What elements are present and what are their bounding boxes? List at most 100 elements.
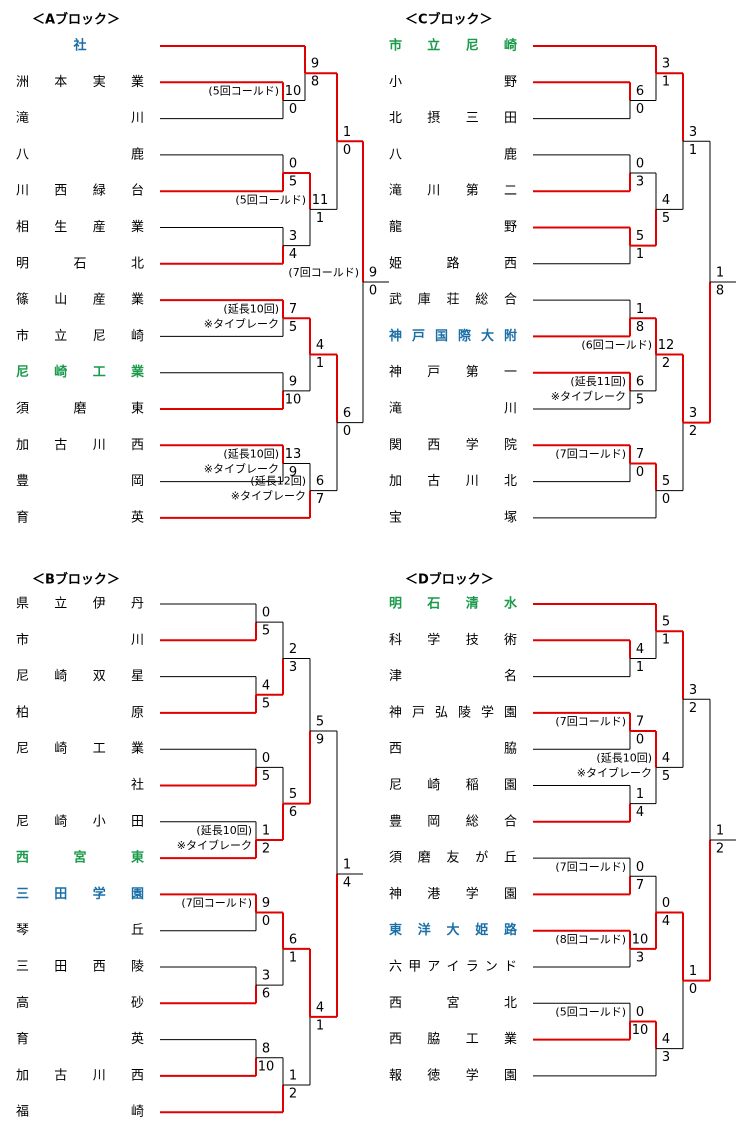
team-entry: 尼崎工業 xyxy=(16,364,145,380)
match-note: (7回コールド) xyxy=(555,860,626,873)
match-note: (5回コールド) xyxy=(235,193,306,206)
team-name: 尼崎双星 xyxy=(16,669,144,684)
team-name: 明石北 xyxy=(16,256,144,271)
team-name: 市川 xyxy=(16,632,144,648)
score-lower: 3 xyxy=(636,950,644,965)
match: 60 xyxy=(533,81,644,120)
match: 23 xyxy=(256,621,297,696)
match: 36 xyxy=(160,966,270,1005)
score-upper: 7 xyxy=(636,715,644,730)
match: 910 xyxy=(160,372,301,410)
team-name: 柏原 xyxy=(16,705,144,720)
score-lower: 5 xyxy=(662,211,670,226)
team-name: 加古川北 xyxy=(389,474,517,489)
match: 59 xyxy=(283,657,324,805)
score-lower: 9 xyxy=(289,465,297,480)
score-upper: 1 xyxy=(716,823,724,838)
team-name: 社 xyxy=(72,38,86,54)
match: 111(5回コールド) xyxy=(235,172,329,247)
match: 100(5回コールド) xyxy=(160,81,301,120)
match: 12(延長10回)※タイブレーク xyxy=(160,821,270,860)
score-upper: 5 xyxy=(316,715,324,730)
team-entry: 柏原 xyxy=(16,705,144,720)
team-entry: 神港学園 xyxy=(389,886,517,902)
team-name: 宝塚 xyxy=(389,510,517,525)
score-upper: 0 xyxy=(636,1005,644,1020)
match: 61 xyxy=(256,911,297,986)
team-name: 福崎 xyxy=(16,1105,144,1120)
match: 70(7回コールド) xyxy=(533,444,644,483)
match: 41 xyxy=(283,317,324,392)
team-name: 市立尼崎 xyxy=(16,328,144,344)
team-entry: 科学技術 xyxy=(389,632,517,648)
match-note: (5回コールド) xyxy=(208,84,279,97)
match: 12 xyxy=(683,698,724,982)
score-upper: 0 xyxy=(262,606,270,621)
team-entry: 神戸弘陵学園 xyxy=(389,704,517,720)
team-entry: 西脇工業 xyxy=(389,1031,517,1047)
match: 65(延長11回)※タイブレーク xyxy=(533,371,644,410)
score-lower: 1 xyxy=(316,211,324,226)
score-upper: 2 xyxy=(289,642,297,657)
match-note: ※タイブレーク xyxy=(177,838,252,852)
score-upper: 3 xyxy=(689,683,697,698)
match-note: ※タイブレーク xyxy=(231,489,306,503)
score-lower: 2 xyxy=(689,424,697,439)
team-name: 科学技術 xyxy=(389,632,517,648)
match: 31 xyxy=(533,45,670,101)
team-name: 篠山産業 xyxy=(16,292,144,308)
block-d: ＜Dブロック＞明石清水科学技術津名神戸弘陵学園西脇尼崎稲園豊岡総合須磨友が丘神港… xyxy=(389,572,736,1083)
team-entry: 育英 xyxy=(16,1031,144,1047)
team-entry: 加古川西 xyxy=(16,438,144,453)
score-lower: 5 xyxy=(289,320,297,335)
score-lower: 5 xyxy=(262,624,270,639)
match: 60 xyxy=(310,353,351,492)
block-b: ＜Bブロック＞県立伊丹市川尼崎双星柏原尼崎工業社尼崎小田西宮東三田学園琴丘三田西… xyxy=(16,572,363,1120)
score-upper: 6 xyxy=(636,374,644,389)
team-entry: 加古川北 xyxy=(389,474,517,489)
match: 75(延長10回)※タイブレーク xyxy=(160,299,297,337)
match: 10 xyxy=(656,911,697,1050)
score-lower: 0 xyxy=(289,102,297,117)
team-name: 関西学院 xyxy=(389,437,517,453)
team-name: 加古川西 xyxy=(16,1068,144,1083)
team-entry: 篠山産業 xyxy=(16,292,144,308)
match-note: ※タイブレーク xyxy=(204,461,279,475)
score-upper: 12 xyxy=(658,338,675,353)
team-entry: 宝塚 xyxy=(389,510,517,525)
match-note: (延長10回) xyxy=(223,447,279,460)
score-lower: 10 xyxy=(632,1023,649,1038)
score-upper: 4 xyxy=(662,751,670,766)
team-name: 三田学園 xyxy=(16,886,144,902)
score-upper: 6 xyxy=(636,84,644,99)
team-name: 社 xyxy=(131,777,144,793)
team-name: 三田西陵 xyxy=(16,960,144,975)
team-name: 報徳学園 xyxy=(389,1067,517,1083)
match: 34 xyxy=(160,227,297,265)
score-upper: 4 xyxy=(636,642,644,657)
score-upper: 5 xyxy=(636,229,644,244)
team-entry: 武庫荘総合 xyxy=(389,293,517,308)
match: 51 xyxy=(533,226,644,265)
team-entry: 市立尼崎 xyxy=(16,328,144,344)
match: 43 xyxy=(533,1020,670,1077)
score-lower: 2 xyxy=(289,1086,297,1101)
match: 010(5回コールド) xyxy=(533,1002,649,1041)
score-upper: 1 xyxy=(289,1068,297,1083)
score-lower: 0 xyxy=(343,143,351,158)
team-name: 須磨東 xyxy=(16,401,144,417)
match-note: ※タイブレーク xyxy=(577,765,652,779)
score-upper: 11 xyxy=(312,193,329,208)
match: 32 xyxy=(656,353,697,492)
team-name: 豊岡総合 xyxy=(389,814,517,829)
score-upper: 3 xyxy=(689,406,697,421)
match: 41 xyxy=(283,947,324,1086)
score-upper: 13 xyxy=(285,447,302,462)
match: 31 xyxy=(656,72,697,210)
team-entry: 西脇 xyxy=(389,742,517,757)
team-entry: 社 xyxy=(131,777,144,793)
team-name: 武庫荘総合 xyxy=(389,293,517,308)
match: 04 xyxy=(630,875,670,950)
match-note: (7回コールド) xyxy=(181,897,252,910)
